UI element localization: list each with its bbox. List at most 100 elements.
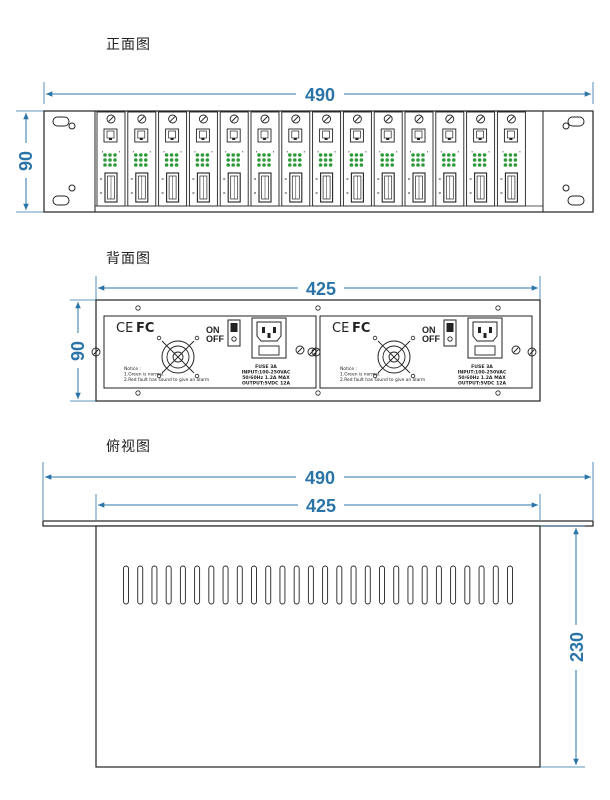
media-converter-module xyxy=(96,111,126,207)
vent-slot xyxy=(165,565,172,605)
front-view-title: 正面图 xyxy=(106,37,151,53)
notice-notice-2: 2.Red fault has sound to give an alarm xyxy=(340,377,425,383)
panel-screw-icon xyxy=(527,347,537,357)
media-converter-module xyxy=(496,111,526,207)
thumb-screw-icon xyxy=(198,114,208,124)
power-switch[interactable] xyxy=(227,319,241,347)
rj45-port-icon xyxy=(195,128,210,143)
top-vent-slots xyxy=(123,565,513,605)
power-spec-input: INPUT:100-250VAC xyxy=(242,370,291,376)
vent-slot xyxy=(350,565,357,605)
top-inner-width-dimension: 425 xyxy=(95,494,541,520)
fiber-port-icon xyxy=(408,172,426,203)
vent-slot xyxy=(336,565,343,605)
panel-screw-icon xyxy=(511,345,521,355)
thumb-screw-icon xyxy=(106,114,116,124)
ce-mark: CE xyxy=(332,321,349,336)
vent-slot xyxy=(123,565,129,605)
status-led-icon xyxy=(440,151,459,167)
rj45-port-icon xyxy=(103,128,118,143)
vent-slot xyxy=(293,565,300,605)
status-led-icon xyxy=(317,151,336,167)
media-converter-module xyxy=(127,111,157,207)
fiber-port-icon xyxy=(377,172,395,203)
power-switch[interactable] xyxy=(443,319,457,347)
fiber-port-icon xyxy=(100,172,118,203)
status-led-icon xyxy=(410,151,428,167)
fiber-port-icon xyxy=(192,172,210,203)
rj45-port-icon xyxy=(411,128,426,143)
top-outer-width-dimension: 490 xyxy=(42,462,594,520)
power-spec-freq: 50/60Hz 1.2A MAX xyxy=(458,375,506,381)
power-spec-freq: 50/60Hz 1.2A MAX xyxy=(242,375,290,381)
fiber-port-icon xyxy=(223,172,241,203)
rj45-port-icon xyxy=(349,128,364,143)
rj45-port-icon xyxy=(319,128,334,143)
notice-notice-2: 2.Red fault has sound to give an alarm xyxy=(124,377,209,383)
media-converter-module xyxy=(219,111,249,207)
rj45-port-icon xyxy=(503,128,518,143)
media-converter-module xyxy=(250,111,280,207)
fc-mark: FC xyxy=(136,321,154,336)
fan-grille-icon xyxy=(156,335,200,379)
power-socket-icon xyxy=(467,317,503,359)
vent-slot xyxy=(208,565,215,605)
front-width-dimension: 490 xyxy=(43,82,594,105)
rack-ear-holes xyxy=(52,116,585,206)
vent-slot xyxy=(464,565,471,605)
back-view-title: 背面图 xyxy=(106,251,151,267)
back-width-label: 425 xyxy=(306,279,336,299)
rj45-port-icon xyxy=(257,128,272,143)
thumb-screw-icon xyxy=(506,114,516,124)
power-spec-input: INPUT:100-250VAC xyxy=(458,370,507,376)
vent-slot xyxy=(507,565,513,605)
vent-slot xyxy=(492,565,499,605)
top-chassis-body xyxy=(95,525,541,768)
vent-slot xyxy=(151,565,158,605)
vent-slot xyxy=(179,565,186,605)
rj45-port-icon xyxy=(288,128,303,143)
media-converter-module xyxy=(281,111,311,207)
top-outer-width-label: 490 xyxy=(305,468,335,488)
power-spec-fuse: FUSE 3A xyxy=(255,364,277,370)
fan-grille-icon xyxy=(372,335,416,379)
thumb-screw-icon xyxy=(168,114,178,124)
back-height-label: 90 xyxy=(68,341,88,361)
vent-slot xyxy=(194,565,201,605)
rj45-port-icon xyxy=(442,128,457,143)
thumb-screw-icon xyxy=(322,114,332,124)
status-led-icon xyxy=(348,151,367,167)
vent-slot xyxy=(222,565,229,605)
vent-slot xyxy=(279,565,286,605)
rj45-port-icon xyxy=(226,128,241,143)
fiber-port-icon xyxy=(315,172,334,203)
status-led-icon xyxy=(225,151,244,167)
back-height-dimension: 90 xyxy=(68,299,96,402)
vent-slot xyxy=(407,565,414,605)
off-label: OFF xyxy=(422,334,440,344)
notice-notice-1: 1.Green is normal. xyxy=(340,372,381,378)
media-converter-module xyxy=(466,111,496,207)
front-modules xyxy=(96,111,526,207)
status-led-icon xyxy=(471,151,490,167)
panel-screw-icon xyxy=(91,347,101,357)
media-converter-module xyxy=(312,111,342,207)
fiber-port-icon xyxy=(284,172,303,203)
thumb-screw-icon xyxy=(445,114,455,124)
on-label: ON xyxy=(206,325,220,335)
fiber-port-icon xyxy=(346,172,364,203)
front-height-dimension: 90 xyxy=(16,110,44,213)
vent-slot xyxy=(379,565,385,605)
media-converter-module xyxy=(435,111,465,207)
vent-slot xyxy=(450,565,457,605)
front-width-label: 490 xyxy=(305,85,335,105)
vent-slot xyxy=(364,565,371,605)
rj45-port-icon xyxy=(165,128,180,143)
media-converter-module xyxy=(404,111,434,207)
thumb-screw-icon xyxy=(383,114,393,124)
top-inner-width-label: 425 xyxy=(306,496,336,516)
status-led-icon xyxy=(132,151,151,167)
